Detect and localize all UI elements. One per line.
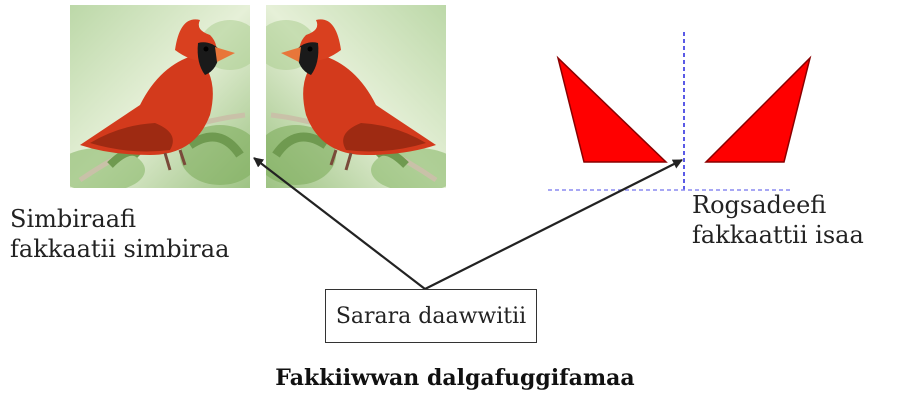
figure-title: Fakkiiwwan dalgafuggifamaa <box>275 365 635 391</box>
triangle-label: Rogsadeefi fakkaattii isaa <box>692 190 864 250</box>
arrow-to-birds <box>253 157 426 290</box>
cardinal-bird-mirror-image <box>266 5 446 188</box>
bird-label-line2: fakkaatii simbiraa <box>10 235 230 263</box>
mirror-line-caption-box: Sarara daawwitii <box>325 289 537 343</box>
bird-label: Simbiraafi fakkaatii simbiraa <box>10 204 229 264</box>
bird-photo-mirror <box>266 5 446 188</box>
bird-photo-original <box>70 5 250 188</box>
triangle-label-line1: Rogsadeefi <box>692 191 827 219</box>
arrow-to-triangles <box>424 159 683 290</box>
cardinal-bird-image <box>70 5 250 188</box>
triangle-original <box>556 55 668 163</box>
bird-label-line1: Simbiraafi <box>10 205 137 233</box>
triangle-label-line2: fakkaattii isaa <box>692 221 864 249</box>
mirror-line-caption-text: Sarara daawwitii <box>335 303 527 329</box>
triangle-mirror <box>704 55 812 163</box>
